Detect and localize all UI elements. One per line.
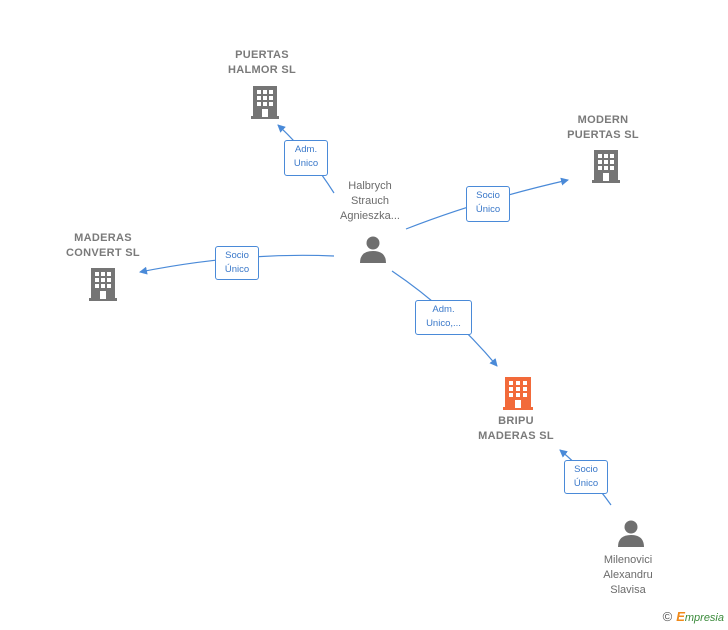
building-icon[interactable] (250, 84, 280, 120)
brand-name: mpresia (684, 612, 724, 624)
node-label-halbrych[interactable]: Halbrych Strauch Agnieszka... (340, 180, 400, 222)
edge-label-adm-unico[interactable]: Adm. Unico (284, 140, 328, 176)
node-label-milenovici[interactable]: Milenovici Alexandru Slavisa (603, 554, 653, 596)
edge-label-socio-unico[interactable]: Socio Único (564, 460, 608, 494)
person-icon[interactable] (358, 234, 388, 264)
copyright-icon: © (662, 609, 673, 624)
edge-label-adm-unico-multi[interactable]: Adm. Unico,... (415, 300, 472, 335)
building-icon-focus[interactable] (502, 375, 534, 411)
node-label-puertas-halmor[interactable]: PUERTAS HALMOR SL (227, 49, 297, 76)
node-label-modern-puertas[interactable]: MODERN PUERTAS SL (567, 114, 639, 141)
edge-label-socio-unico[interactable]: Socio Único (215, 246, 259, 280)
building-icon[interactable] (591, 148, 621, 184)
person-icon[interactable] (616, 518, 646, 548)
brand-initial: E (676, 609, 685, 624)
empresia-logo: ©Empresia (663, 609, 724, 624)
edge-label-socio-unico[interactable]: Socio Único (466, 186, 510, 222)
node-label-maderas-convert[interactable]: MADERAS CONVERT SL (66, 232, 140, 259)
building-icon[interactable] (88, 266, 118, 302)
node-label-bripu-maderas[interactable]: BRIPU MADERAS SL (478, 415, 554, 442)
